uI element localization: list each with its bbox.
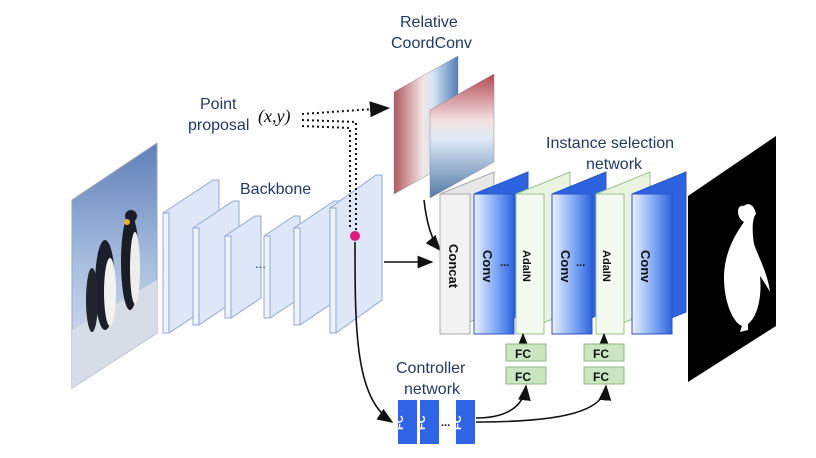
relative-coordconv-maps (393, 55, 495, 199)
head-ellipsis-2: ... (576, 257, 585, 269)
head-layer-label-conv-1: Conv (480, 250, 495, 283)
point-proposal-label-line2: proposal (188, 117, 249, 134)
fc-block-label: FC (593, 370, 609, 384)
controller-ellipsis: ... (441, 417, 450, 429)
coordconv-label-line1: Relative (400, 14, 458, 31)
conv-layer-2 (551, 171, 607, 335)
controller-to-fc-2-arrow (475, 384, 612, 423)
instance-selection-label-line2: network (586, 156, 643, 173)
point-coordinates: (x,y) (258, 106, 290, 127)
fc-block-label: FC (515, 370, 531, 384)
head-layer-label-adain-2: AdaIN (600, 250, 612, 282)
head-layer-label-adain-1: AdaIN (520, 250, 532, 282)
controller-fc-label-1: FC (394, 415, 406, 430)
controller-fc-2 (420, 400, 439, 444)
controller-fc-label-3: FC (452, 415, 464, 430)
controller-to-fc-1-arrow (475, 384, 531, 419)
point-proposal-arrows (301, 101, 390, 232)
coordconv-label-line2: CoordConv (391, 35, 472, 52)
fc-block-label: FC (593, 347, 609, 361)
fc-block (583, 343, 625, 362)
fc-group-1: FC ... FC (505, 332, 547, 385)
head-stack (439, 171, 687, 335)
head-layer-label-conv-3: Conv (638, 250, 653, 283)
fc-block (505, 366, 547, 385)
output-mask (688, 136, 776, 382)
conv-layer-1 (473, 171, 529, 335)
backbone-ellipsis: ... (255, 256, 266, 271)
conv-layer-3 (631, 171, 687, 335)
controller-network: FC FC ... FC (394, 400, 475, 444)
point-marker (350, 231, 360, 241)
controller-fc-1 (398, 400, 417, 444)
fc-ellipsis-2: ... (597, 360, 606, 371)
fc-block (505, 343, 547, 362)
fc-block (583, 366, 625, 385)
backbone-to-controller-arrow (354, 241, 394, 423)
controller-fc-label-2: FC (416, 415, 428, 430)
head-layer-label-concat: Concat (446, 244, 461, 289)
controller-label-line1: Controller (396, 360, 466, 377)
backbone-stack (162, 174, 383, 334)
point-proposal-label-line1: Point (200, 96, 237, 113)
controller-fc-3 (456, 400, 475, 444)
instance-selection-label-line1: Instance selection (546, 135, 674, 152)
head-ellipsis-1: ... (500, 257, 509, 269)
coordconv-to-concat-arrow (423, 199, 442, 252)
fc-group-2: FC ... FC (583, 332, 625, 385)
head-layer-label-conv-2: Conv (558, 250, 573, 283)
input-image (71, 142, 158, 389)
controller-label-line2: network (404, 381, 461, 398)
fc-ellipsis-1: ... (519, 360, 528, 371)
backbone-label: Backbone (240, 181, 311, 198)
fc-block-label: FC (515, 347, 531, 361)
